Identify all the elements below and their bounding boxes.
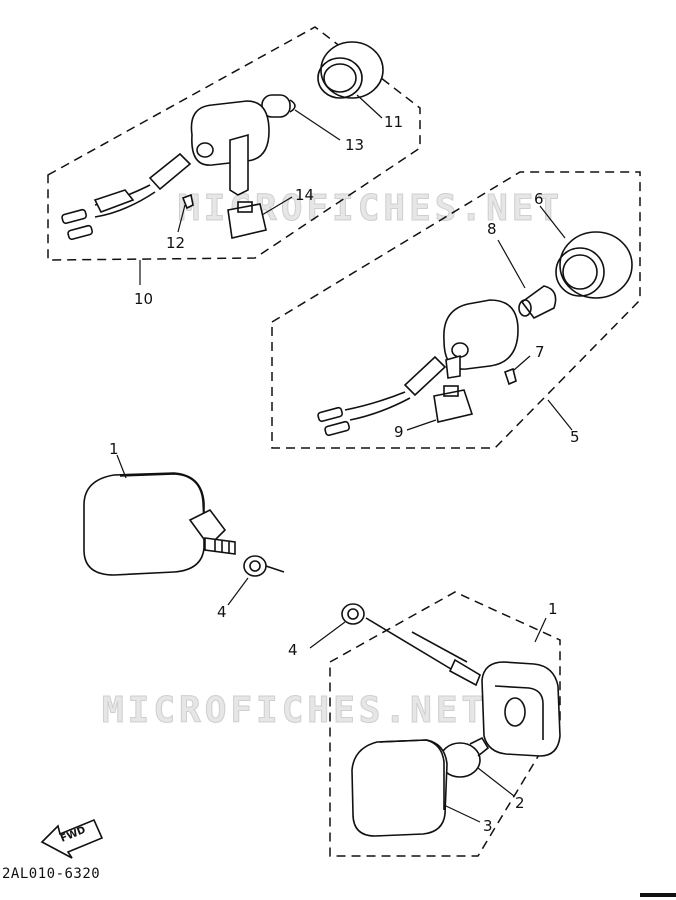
callout-4-left: 4	[217, 603, 227, 621]
lens-part-3	[351, 739, 448, 837]
assembled-lamp-left: 1 4	[83, 440, 285, 621]
callout-8: 8	[487, 220, 497, 238]
callout-1-top: 1	[109, 440, 119, 458]
socket-part-9	[433, 385, 474, 423]
callout-9: 9	[394, 423, 404, 441]
callout-14: 14	[295, 186, 314, 204]
group-5-boundary	[271, 171, 641, 449]
callout-4-right: 4	[288, 641, 298, 659]
housing-part-5	[443, 299, 519, 379]
callout-5: 5	[570, 428, 580, 446]
bulb-part-8	[518, 285, 557, 320]
corner-rule	[640, 893, 676, 897]
callout-3: 3	[483, 817, 493, 835]
callout-12: 12	[166, 234, 185, 252]
callout-2: 2	[515, 794, 525, 812]
callout-1-bottom: 1	[548, 600, 558, 618]
screw-part-7	[503, 367, 517, 386]
nut-part-4-left	[243, 555, 267, 577]
callout-11: 11	[384, 113, 403, 131]
wire-harness-10	[61, 152, 192, 241]
lens-part-11	[317, 41, 384, 99]
assembly-group-5: 6 8 7 9 5	[271, 171, 641, 449]
callout-10: 10	[134, 290, 153, 308]
part-code-label: 2AL010-6320	[2, 866, 101, 882]
lens-part-6	[555, 231, 633, 299]
wire-harness-5	[317, 355, 447, 437]
callout-7: 7	[535, 343, 545, 361]
callout-13: 13	[345, 136, 364, 154]
housing-part-10	[190, 100, 270, 196]
group-10-boundary	[47, 26, 421, 261]
washer-part-4	[341, 603, 365, 625]
assembly-group-10: 10 11 13 12 14	[47, 26, 421, 308]
fwd-arrow-icon: FWD	[40, 818, 104, 859]
assembly-group-bottom: 4 1 2 3	[288, 591, 561, 857]
callout-6: 6	[534, 190, 544, 208]
screw-part-12	[181, 193, 194, 210]
watermark-bottom: MICROFICHES.NET	[102, 690, 487, 731]
housing-part-1	[481, 661, 561, 757]
socket-part-14	[227, 201, 267, 239]
